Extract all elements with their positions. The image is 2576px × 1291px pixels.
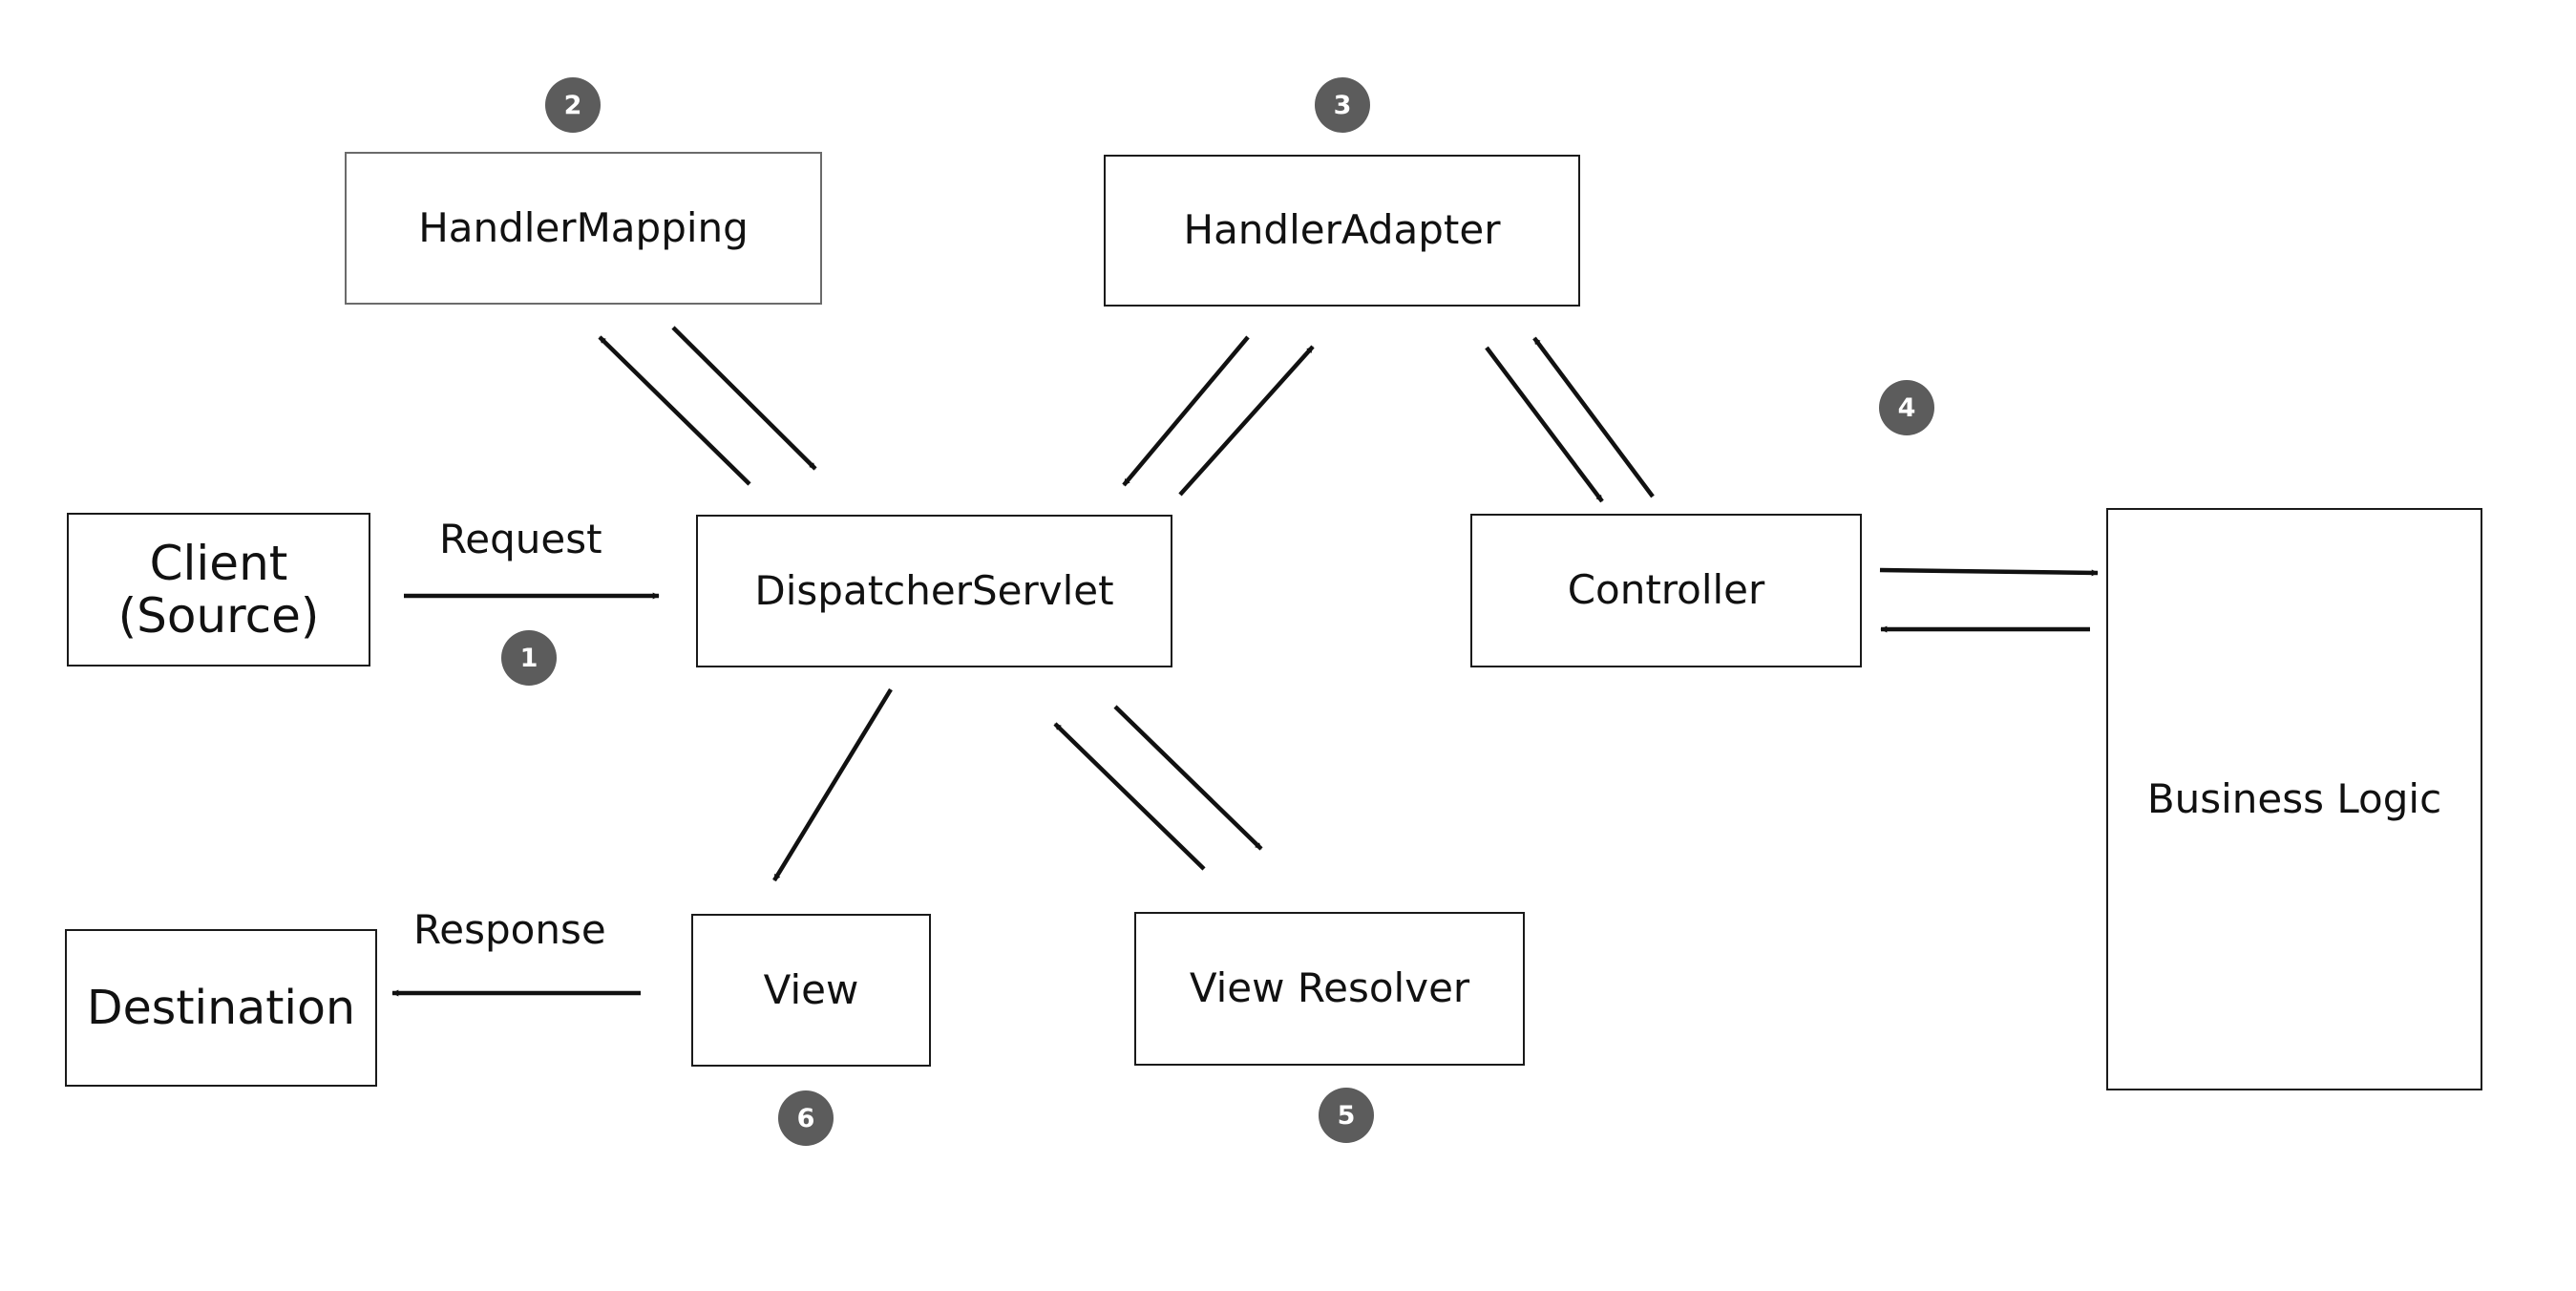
arrow-controller-to-handler-adapter [1532,336,1655,498]
view-box: View [691,914,931,1067]
dispatcher-servlet-label: DispatcherServlet [754,566,1114,614]
arrow-handler-adapter-to-controller [1485,346,1604,503]
view-label: View [763,965,859,1013]
step-badge-4: 4 [1879,380,1934,435]
destination-label: Destination [86,980,356,1035]
business-logic-box: Business Logic [2106,508,2482,1090]
controller-box: Controller [1470,514,1862,667]
step-badge-2: 2 [545,77,601,133]
handler-adapter-label: HandlerAdapter [1183,206,1501,254]
business-logic-label: Business Logic [2146,774,2442,822]
arrow-handler-mapping-to-dispatcher [671,326,817,471]
request-label: Request [439,516,602,562]
handler-adapter-box: HandlerAdapter [1104,155,1580,307]
client-box: Client (Source) [67,513,370,667]
dispatcher-servlet-box: DispatcherServlet [696,515,1172,667]
arrow-dispatcher-to-view-resolver [1113,705,1263,851]
arrow-controller-to-business-logic [1879,567,2099,577]
client-label: Client (Source) [117,535,320,644]
step-badge-5: 5 [1319,1088,1374,1143]
response-label: Response [413,906,606,953]
handler-mapping-box: HandlerMapping [345,152,822,305]
client-label-line2: (Source) [117,587,320,644]
step-badge-1: 1 [501,630,557,686]
controller-label: Controller [1567,566,1765,614]
arrow-dispatcher-to-view [772,688,893,882]
arrow-dispatcher-to-handler-adapter [1178,345,1315,497]
step-badge-6: 6 [778,1090,834,1146]
view-resolver-label: View Resolver [1189,964,1470,1012]
arrow-view-resolver-to-dispatcher [1053,722,1206,871]
handler-mapping-label: HandlerMapping [418,203,749,251]
arrow-handler-adapter-to-dispatcher [1122,335,1250,487]
view-resolver-box: View Resolver [1134,912,1525,1066]
arrow-dispatcher-to-handler-mapping [598,335,751,486]
client-label-line1: Client [149,535,288,591]
destination-box: Destination [65,929,377,1087]
step-badge-3: 3 [1315,77,1370,133]
